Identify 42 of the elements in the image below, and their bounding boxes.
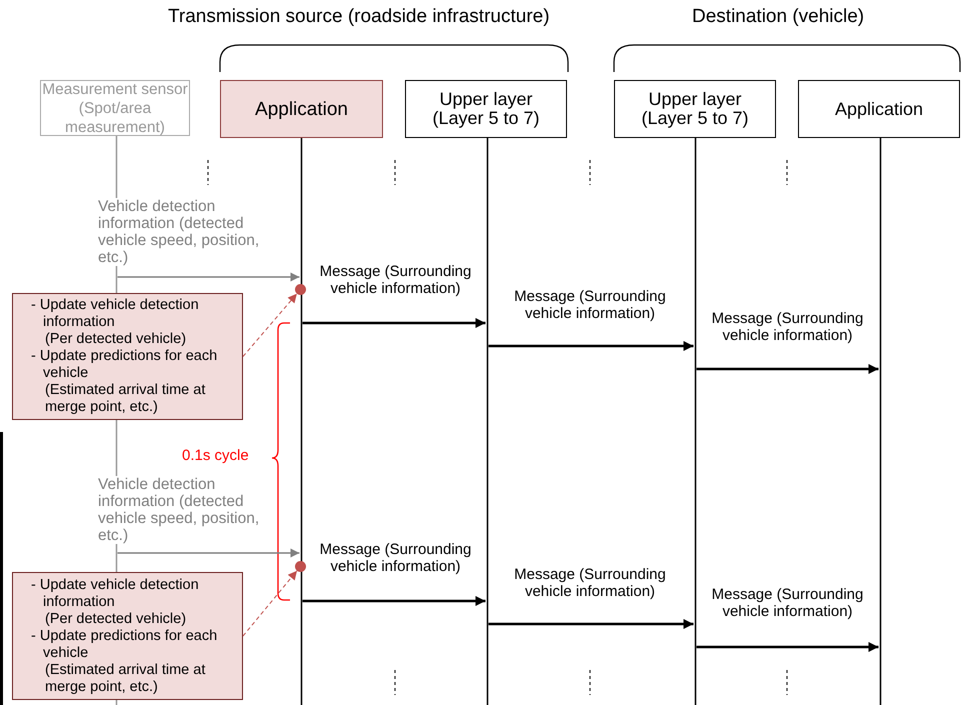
note-text: - Update vehicle detection information — [30, 297, 200, 331]
arrow — [118, 272, 300, 282]
edge-label: Message (Surrounding vehicle information) — [710, 586, 865, 620]
lifeline — [486, 138, 488, 705]
note-text: - Update predictions for each vehicle — [30, 628, 218, 662]
group-heading: Destination (vehicle) — [692, 6, 864, 28]
application-box — [220, 80, 383, 138]
note-text: - Update predictions for each vehicle — [30, 348, 218, 382]
node-label: Upper layer (Layer 5 to 7) — [640, 90, 750, 128]
process-note — [12, 293, 243, 420]
application-box — [798, 80, 960, 138]
node-label: Application — [834, 100, 924, 118]
note-text: (Per detected vehicle) — [44, 610, 186, 628]
group-heading: Transmission source (roadside infrastructure) — [168, 6, 550, 28]
lifeline — [300, 138, 302, 705]
process-note — [12, 572, 243, 700]
arrow — [118, 548, 300, 558]
arrow — [302, 318, 486, 328]
note-text: (Per detected vehicle) — [44, 331, 186, 348]
edge-label: Message (Surrounding vehicle information) — [710, 310, 865, 344]
arrow — [696, 642, 878, 652]
arrow — [488, 341, 694, 351]
arrow — [302, 596, 486, 606]
cycle-label: 0.1s cycle — [182, 447, 249, 464]
node-label: Measurement sensor (Spot/area measurement) — [41, 80, 189, 136]
note-text: - Update vehicle detection information — [30, 576, 200, 610]
lifeline — [694, 138, 696, 705]
arrow — [696, 364, 878, 374]
event-dot — [295, 561, 306, 572]
note-text: (Estimated arrival time at merge point, etc.) — [44, 662, 206, 696]
arrow — [242, 293, 298, 357]
arrow — [242, 570, 298, 636]
layer-box — [405, 80, 567, 138]
lifeline — [878, 138, 882, 705]
edge-label: Message (Surrounding vehicle information) — [318, 263, 473, 297]
node-label: Upper layer (Layer 5 to 7) — [431, 90, 541, 128]
node-label: Application — [255, 100, 348, 118]
arrow — [488, 619, 694, 629]
note-text: (Estimated arrival time at merge point, etc.) — [44, 382, 206, 416]
layer-box — [614, 80, 776, 138]
event-dot — [295, 284, 306, 295]
edge-label: Message (Surrounding vehicle information) — [318, 541, 473, 575]
